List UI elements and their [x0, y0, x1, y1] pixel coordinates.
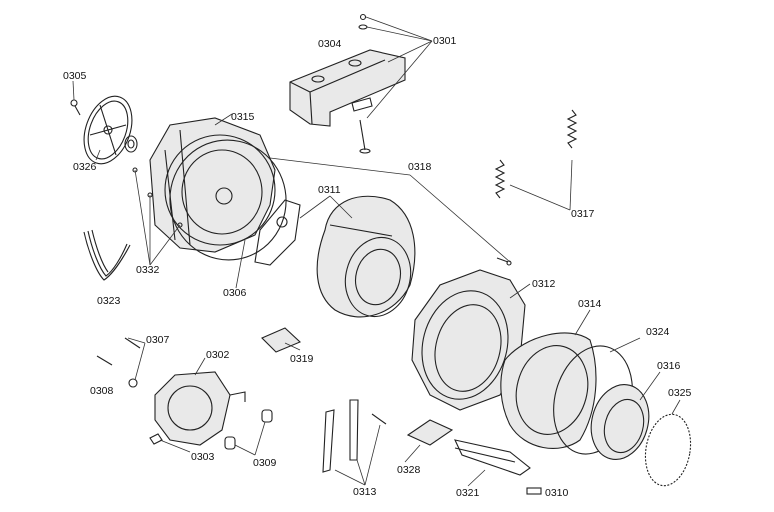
leader-lines — [72, 16, 681, 487]
part-0326-pulley — [83, 95, 138, 165]
label-0317: 0317 — [571, 208, 595, 220]
label-0314: 0314 — [578, 298, 602, 310]
label-0319: 0319 — [290, 353, 314, 365]
part-0307-0308-screws — [96, 337, 141, 388]
part-0319-plate — [261, 327, 301, 353]
label-0318: 0318 — [408, 161, 432, 173]
part-0317-springs — [494, 109, 578, 199]
part-0309-bushings — [224, 409, 273, 450]
label-0306: 0306 — [223, 287, 247, 299]
label-0304: 0304 — [318, 38, 342, 50]
part-0311-drum — [254, 195, 416, 318]
part-0306-rear-gasket — [169, 139, 287, 261]
label-0310: 0310 — [545, 487, 569, 499]
part-0304-counterweight-bracket — [289, 49, 406, 127]
label-0309: 0309 — [253, 457, 277, 469]
label-0315: 0315 — [231, 111, 255, 123]
part-0323-belt — [83, 229, 131, 281]
part-0328-bracket — [406, 419, 454, 446]
label-0312: 0312 — [532, 278, 556, 290]
part-0321-heater — [454, 439, 531, 476]
label-0324: 0324 — [646, 326, 670, 338]
part-0315-rear-tub — [149, 117, 276, 253]
label-0321: 0321 — [456, 487, 480, 499]
label-0301: 0301 — [433, 35, 457, 47]
part-0302-motor — [154, 371, 246, 446]
label-0316: 0316 — [657, 360, 681, 372]
part-0303-brushes — [149, 433, 163, 445]
part-labels: 0301 0302 0303 0304 0305 0306 0307 0308 … — [63, 35, 692, 499]
part-0314-front-panel — [500, 332, 597, 449]
label-0325: 0325 — [668, 387, 692, 399]
part-0316-door-seal — [590, 384, 650, 460]
part-0325-clamp-ring — [644, 413, 692, 487]
label-0332: 0332 — [136, 264, 160, 276]
part-0305-pulley-screw — [70, 99, 81, 116]
label-0305: 0305 — [63, 70, 87, 82]
part-0310-sensor — [526, 487, 542, 495]
label-0308: 0308 — [90, 385, 114, 397]
label-0313: 0313 — [353, 486, 377, 498]
label-0302: 0302 — [206, 349, 230, 361]
label-0326: 0326 — [73, 161, 97, 173]
label-0323: 0323 — [97, 295, 121, 307]
part-0313-shock-absorbers — [322, 399, 387, 473]
label-0303: 0303 — [191, 451, 215, 463]
label-0328: 0328 — [397, 464, 421, 476]
label-0311: 0311 — [318, 184, 341, 196]
label-0307: 0307 — [146, 334, 170, 346]
